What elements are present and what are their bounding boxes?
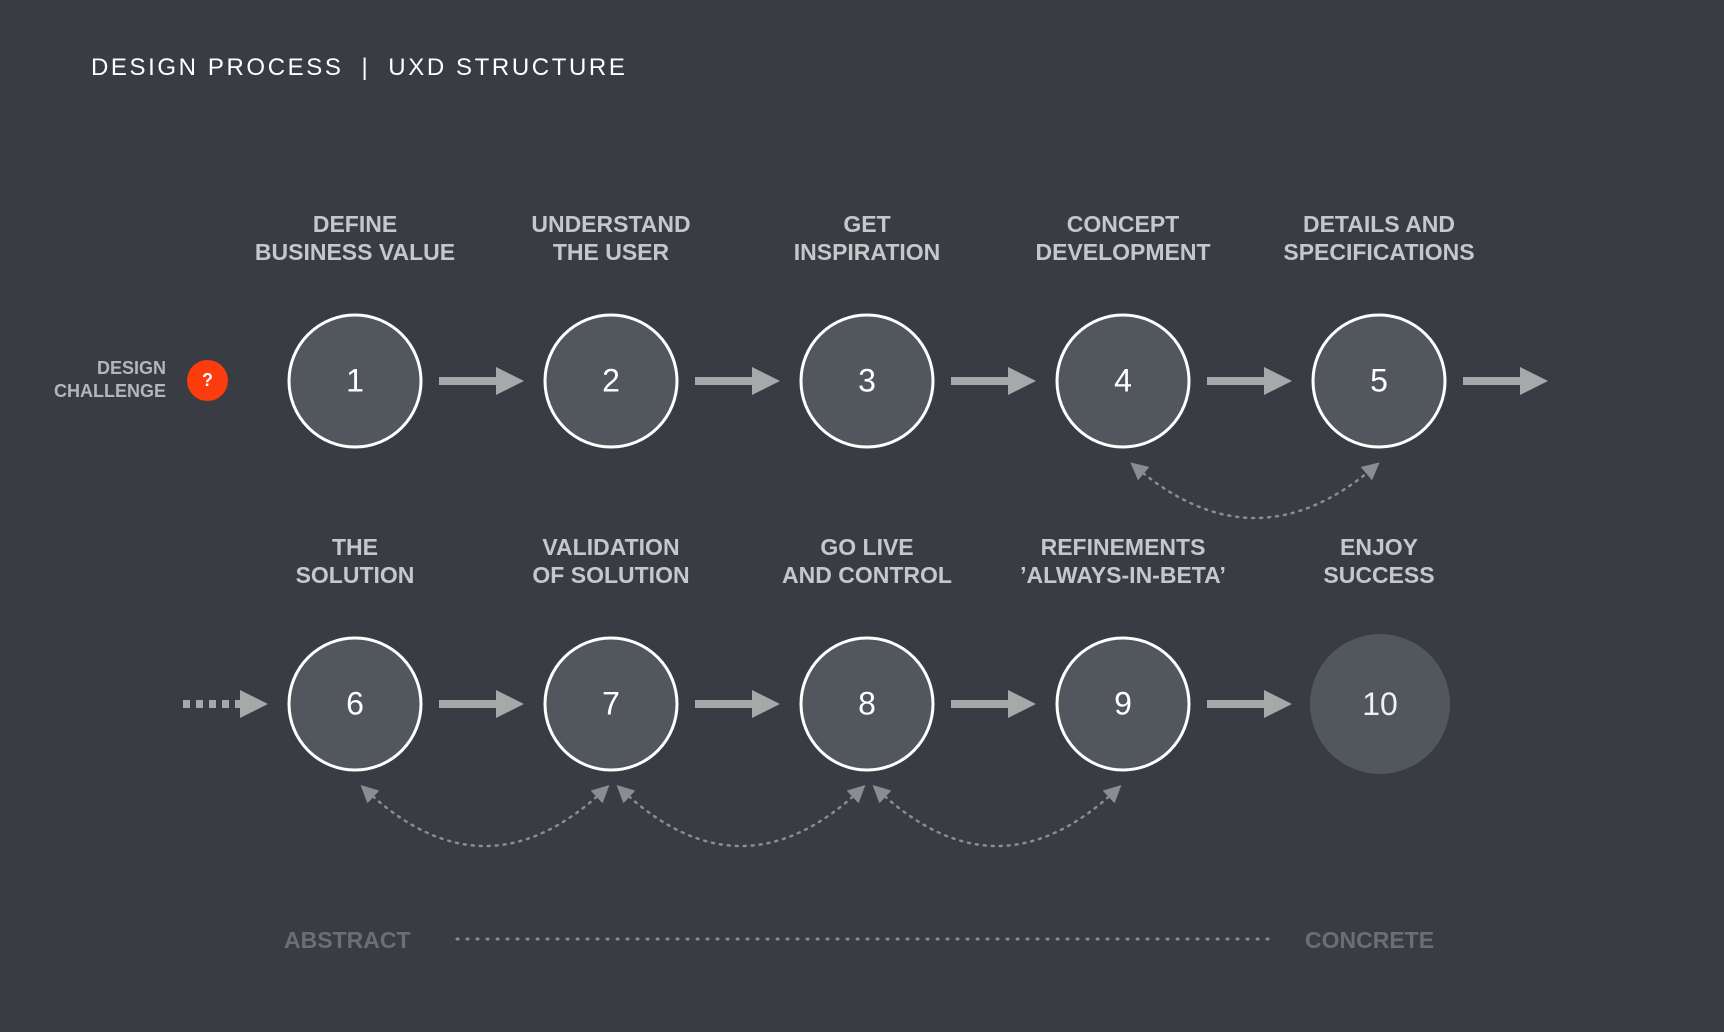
arrow-9-10 xyxy=(1207,690,1292,718)
feedback-loop-4-5 xyxy=(1130,462,1380,520)
title-separator: | xyxy=(361,54,371,81)
step-5-circle: 5 xyxy=(1311,313,1447,449)
step-6-label: THE SOLUTION xyxy=(295,534,415,588)
question-icon: ? xyxy=(187,360,228,401)
step-1-label: DEFINE BUSINESS VALUE xyxy=(254,211,456,265)
feedback-loop-8-9 xyxy=(872,785,1122,848)
step-2-circle: 2 xyxy=(543,313,679,449)
arrow-in-6 xyxy=(183,690,268,718)
arrow-3-4 xyxy=(951,367,1036,395)
arrow-4-5 xyxy=(1207,367,1292,395)
feedback-loop-6-7 xyxy=(360,785,610,848)
step-1-circle: 1 xyxy=(287,313,423,449)
design-challenge-label: DESIGN CHALLENGE xyxy=(54,358,166,401)
arrow-7-8 xyxy=(695,690,780,718)
arrow-6-7 xyxy=(439,690,524,718)
scale-end-label: CONCRETE xyxy=(1305,927,1435,953)
step-2-label: UNDERSTAND THE USER xyxy=(531,211,691,265)
step-9-label: REFINEMENTS ’ALWAYS-IN-BETA’ xyxy=(1020,534,1226,588)
page-title: DESIGN PROCESS | UXD STRUCTURE xyxy=(91,54,627,82)
step-7-label: VALIDATION OF SOLUTION xyxy=(532,534,690,588)
step-3-circle: 3 xyxy=(799,313,935,449)
step-8-label: GO LIVE AND CONTROL xyxy=(782,534,952,588)
page-title-right: UXD STRUCTURE xyxy=(388,54,628,81)
feedback-loop-7-8 xyxy=(616,785,866,848)
step-4-label: CONCEPT DEVELOPMENT xyxy=(1035,211,1211,265)
step-5-label: DETAILS AND SPECIFICATIONS xyxy=(1283,211,1475,265)
step-3-label: GET INSPIRATION xyxy=(793,211,941,265)
step-10-label: ENJOY SUCCESS xyxy=(1323,534,1435,588)
step-8-circle: 8 xyxy=(799,636,935,772)
step-10-circle: 10 xyxy=(1310,634,1450,774)
step-7-circle: 7 xyxy=(543,636,679,772)
arrow-8-9 xyxy=(951,690,1036,718)
scale-start-label: ABSTRACT xyxy=(284,927,411,953)
arrow-2-3 xyxy=(695,367,780,395)
step-6-circle: 6 xyxy=(287,636,423,772)
step-9-circle: 9 xyxy=(1055,636,1191,772)
arrow-1-2 xyxy=(439,367,524,395)
page-title-left: DESIGN PROCESS xyxy=(91,54,344,81)
arrow-5-out xyxy=(1463,367,1548,395)
step-4-circle: 4 xyxy=(1055,313,1191,449)
